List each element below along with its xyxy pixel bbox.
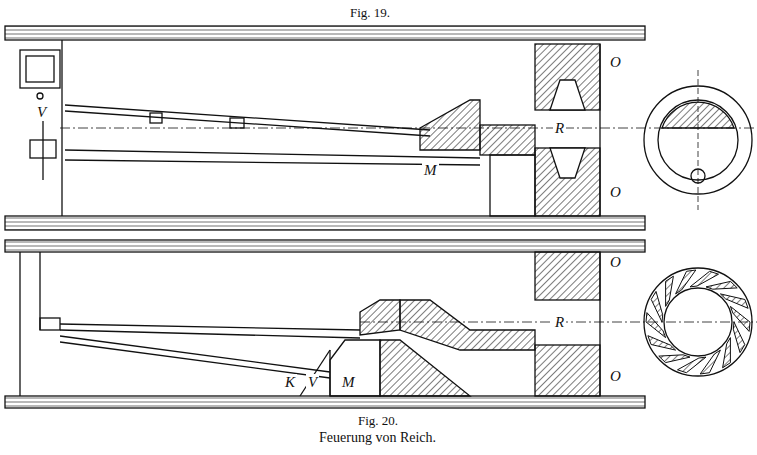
part-letter: M bbox=[422, 162, 439, 179]
part-letter: M bbox=[340, 374, 357, 391]
part-letter: V bbox=[306, 374, 319, 391]
part-letter: V bbox=[35, 104, 48, 121]
figure-caption: Feuerung von Reich. bbox=[317, 430, 438, 446]
figure-number: Fig. 19. bbox=[348, 5, 392, 20]
part-letter: O bbox=[608, 54, 623, 71]
part-letter: K bbox=[283, 374, 297, 391]
part-letter: O bbox=[608, 184, 623, 201]
part-letter: O bbox=[608, 368, 623, 385]
part-letter: R bbox=[553, 120, 566, 137]
part-letter: R bbox=[553, 314, 566, 331]
figure-number: Fig. 20. bbox=[356, 413, 400, 428]
part-letter: O bbox=[608, 254, 623, 271]
